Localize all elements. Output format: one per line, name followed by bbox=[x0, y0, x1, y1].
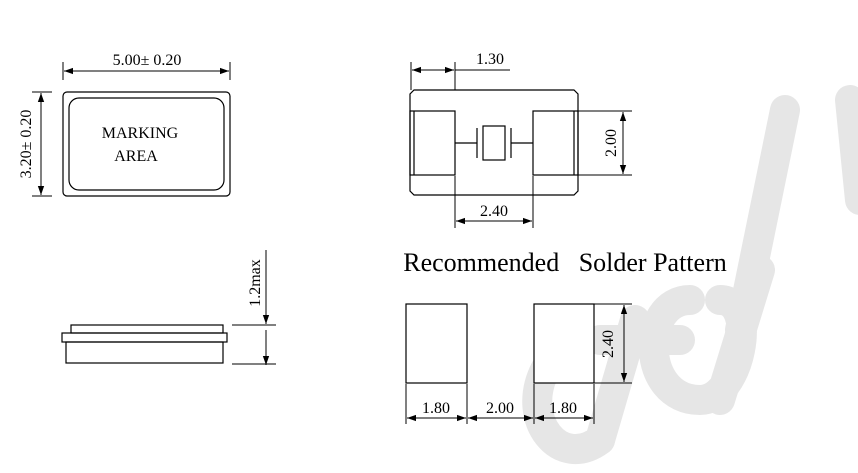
watermark-logo bbox=[522, 85, 858, 464]
height-label: 1.2max bbox=[247, 259, 264, 307]
lid-outline bbox=[68, 97, 225, 191]
length-label: 5.00± 0.20 bbox=[113, 52, 182, 69]
side-view: 1.2max bbox=[61, 250, 276, 365]
width-label: 3.20± 0.20 bbox=[18, 110, 35, 179]
right-solder-pad bbox=[533, 303, 595, 384]
top-view: 5.00± 0.20 3.20± 0.20 MARKING AREA bbox=[18, 52, 231, 197]
base-lower-profile bbox=[65, 341, 224, 364]
pad-height-label: 2.00 bbox=[603, 129, 620, 157]
solder-pattern-caption: Recommended Solder Pattern bbox=[403, 248, 726, 277]
left-solder-pad bbox=[405, 303, 468, 384]
right-terminal-pad bbox=[532, 110, 579, 176]
crystal-symbol bbox=[482, 125, 506, 161]
marking-area-line1: MARKING bbox=[102, 125, 179, 142]
solder-height-label: 2.40 bbox=[600, 330, 617, 358]
right-pad-label: 1.80 bbox=[549, 400, 577, 417]
base-upper-profile bbox=[61, 332, 228, 343]
left-terminal-pad bbox=[409, 110, 456, 176]
bottom-view: 1.30 2.00 2.40 bbox=[409, 51, 632, 228]
lid-profile bbox=[70, 324, 224, 334]
solder-pattern: Recommended Solder Pattern 2.40 1.80 2.0… bbox=[403, 248, 727, 424]
bottom-body-outline bbox=[409, 89, 579, 196]
package-body-outline bbox=[62, 91, 231, 197]
pad-span-label: 2.40 bbox=[480, 203, 508, 220]
left-pad-label: 1.80 bbox=[422, 400, 450, 417]
marking-area-line2: AREA bbox=[114, 148, 158, 165]
pad-width-label: 1.30 bbox=[476, 51, 504, 68]
gap-label: 2.00 bbox=[486, 400, 514, 417]
